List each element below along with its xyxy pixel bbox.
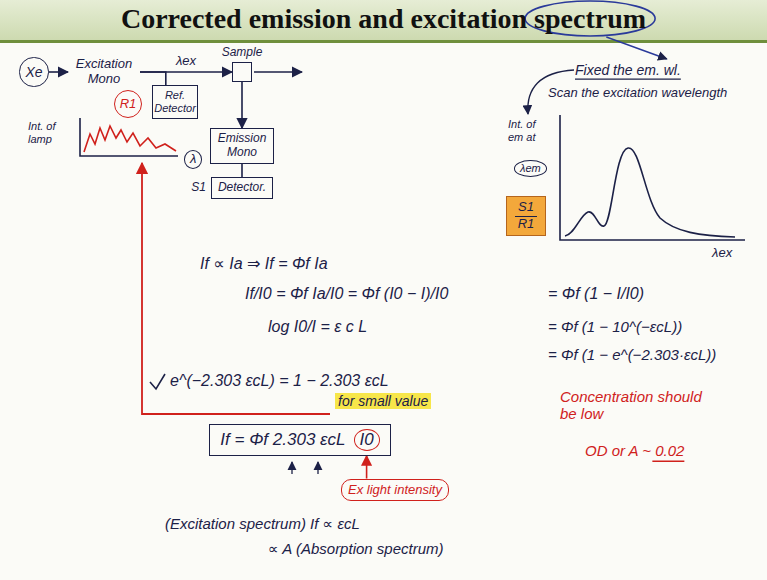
note-text: Fixed the em. wl. xyxy=(575,62,681,78)
lamp-spectrum-curve xyxy=(84,126,176,152)
node-text: Sample xyxy=(222,46,263,60)
node-text: I0 xyxy=(354,429,380,451)
equation: If/I0 = Φf Ia/I0 = Φf (I0 − I)/I0 xyxy=(245,285,448,303)
axis-label: λex xyxy=(712,246,732,261)
red-note: OD or A ~ 0.02 xyxy=(585,442,684,459)
slide-title: Corrected emission and excitation spectr… xyxy=(0,3,767,35)
connector xyxy=(241,82,243,128)
beam-line xyxy=(254,71,302,73)
formula-box: If = Φf 2.303 εcL I0 xyxy=(209,424,390,456)
connector xyxy=(366,456,368,479)
equation: ∝ A (Absorption spectrum) xyxy=(268,540,444,557)
highlighted-note: for small value xyxy=(335,393,431,409)
pointer-arrow xyxy=(606,37,666,59)
node-text: If = Φf 2.303 εcL xyxy=(220,430,345,450)
node-text: Ex light intensity xyxy=(348,483,442,498)
axis-label: Int. of lamp xyxy=(28,120,72,145)
monochromator-box: Emission Mono xyxy=(210,128,274,164)
axis-label: λ xyxy=(184,150,202,169)
node-text: Excitation Mono xyxy=(74,57,134,87)
equation: If ∝ Ia ⇒ If = Φf Ia xyxy=(200,255,328,273)
equation: = Φf (1 − 10^(−εcL)) xyxy=(548,318,682,335)
edge-label: λex xyxy=(174,54,198,68)
underline xyxy=(652,460,684,462)
detector-box: Ref. Detector xyxy=(152,85,198,118)
equation: (Excitation spectrum) If ∝ εcL xyxy=(165,515,360,532)
monochromator-label: Excitation Mono xyxy=(68,54,140,90)
node-text: Xe xyxy=(25,64,42,80)
red-note: Concentration should be low xyxy=(560,388,710,423)
sample-cell: Sample xyxy=(232,62,252,82)
connector xyxy=(241,164,243,177)
ratio-box: S1R1 xyxy=(506,196,546,236)
connector xyxy=(140,72,166,85)
node-text: Ref. Detector xyxy=(154,89,196,114)
check-mark xyxy=(150,374,165,389)
node-text: Emission Mono xyxy=(217,132,267,160)
lamp-circle: Xe xyxy=(19,57,48,86)
small-up-arrow xyxy=(291,462,292,474)
axis-label: λem xyxy=(514,160,547,177)
connector xyxy=(49,71,68,73)
equation: log I0/I = ε c L xyxy=(268,318,367,336)
reference-circle: R1 xyxy=(114,90,143,119)
underline xyxy=(575,78,681,79)
node-text: R1 xyxy=(518,217,535,232)
small-up-arrow xyxy=(317,462,318,474)
node-text: Detector. xyxy=(218,181,266,195)
lamp-plot-axes xyxy=(80,118,178,156)
excitation-spectrum-curve xyxy=(565,148,735,237)
note-text: Scan the excitation wavelength xyxy=(548,86,727,101)
node-text: S1 xyxy=(191,181,206,195)
node-text: S1 xyxy=(515,200,537,217)
excitation-plot-axes xyxy=(560,115,745,240)
detector-box: S1Detector. xyxy=(211,177,273,199)
axis-label: Int. of em at xyxy=(508,118,550,143)
node-text: R1 xyxy=(120,97,137,112)
equation: e^(−2.303 εcL) = 1 − 2.303 εcL xyxy=(170,372,389,390)
equation: = Φf (1 − I/I0) xyxy=(548,285,644,303)
equation: = Φf (1 − e^(−2.303·εcL)) xyxy=(548,346,716,363)
callout-box: Ex light intensity xyxy=(341,479,449,502)
